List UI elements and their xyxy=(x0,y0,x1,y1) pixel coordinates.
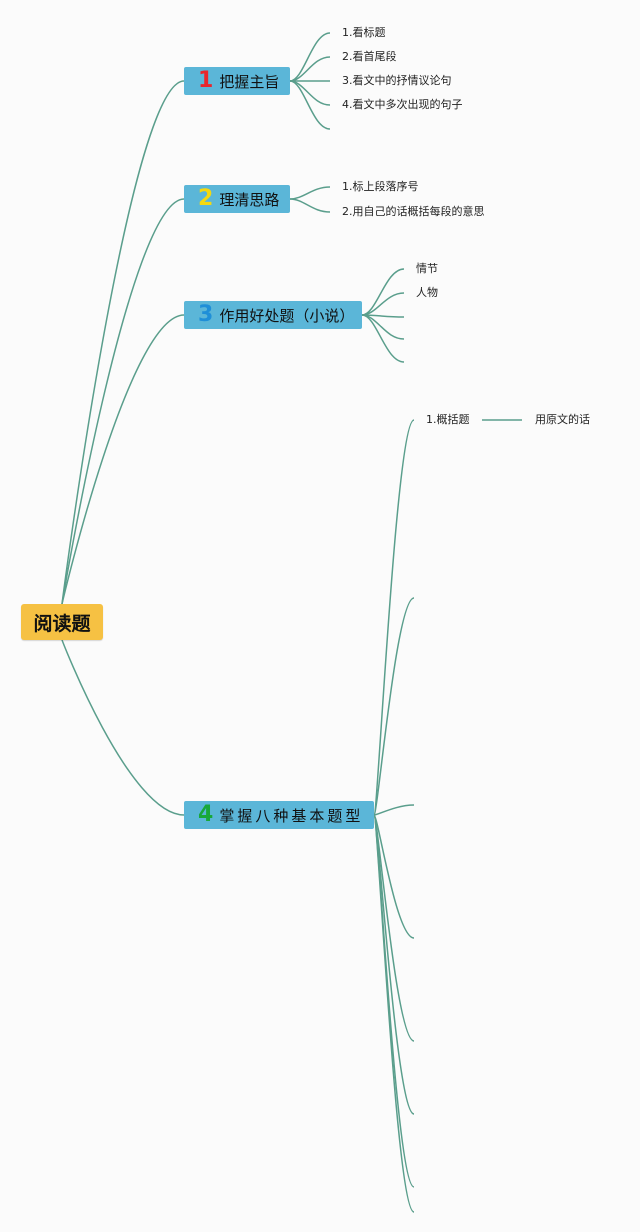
leaf-1-3[interactable]: 3.看文中的抒情议论句 xyxy=(342,74,452,87)
connector-topic-2-child-2 xyxy=(289,198,331,213)
topic-node-1[interactable]: 1 把握主旨 xyxy=(184,67,290,95)
leaf-2-2[interactable]: 2.用自己的话概括每段的意思 xyxy=(342,205,485,218)
connector-topic-1-child-1 xyxy=(289,32,331,82)
topic-label-3: 作用好处题（小说） xyxy=(219,306,355,325)
leaf-4-1[interactable]: 1.概括题 xyxy=(426,413,470,426)
topic-number-3: 3 xyxy=(198,302,214,327)
root-node[interactable]: 阅读题 xyxy=(21,604,103,640)
topic-node-2[interactable]: 2 理清思路 xyxy=(184,185,290,213)
leaf-3-1[interactable]: 情节 xyxy=(416,262,438,275)
connector-topic-4-child-1 xyxy=(373,419,415,816)
topic-node-4[interactable]: 4 掌握八种基本题型 xyxy=(184,801,374,829)
leaf-3-2[interactable]: 人物 xyxy=(416,286,438,299)
connector-topic-1-child-5 xyxy=(289,80,331,130)
connector-root-topic-1 xyxy=(61,80,185,605)
topic-number-4: 4 xyxy=(198,802,214,827)
leaf-2-1[interactable]: 1.标上段落序号 xyxy=(342,180,419,193)
topic-label-2: 理清思路 xyxy=(219,190,280,209)
topic-label-4: 掌握八种基本题型 xyxy=(219,806,364,825)
leaf-1-2[interactable]: 2.看首尾段 xyxy=(342,50,397,63)
topic-label-1: 把握主旨 xyxy=(219,72,280,91)
connector-topic-4-child-2 xyxy=(373,597,415,816)
connector-topic-4-child-3 xyxy=(373,804,415,816)
topic-number-2: 2 xyxy=(198,186,214,211)
topic-number-1: 1 xyxy=(198,68,214,93)
connector-topic-4-child-8 xyxy=(373,814,415,1213)
root-label: 阅读题 xyxy=(33,612,91,635)
connector-root-topic-3 xyxy=(61,314,185,605)
leaf-4-1-1[interactable]: 用原文的话 xyxy=(535,413,590,426)
connector-topic-3-child-1 xyxy=(361,268,405,316)
connector-root-topic-2 xyxy=(61,198,185,605)
topic-node-3[interactable]: 3 作用好处题（小说） xyxy=(184,301,362,329)
leaf-1-4[interactable]: 4.看文中多次出现的句子 xyxy=(342,98,463,111)
connector-topic-3-child-5 xyxy=(361,314,405,363)
connector-root-topic-4 xyxy=(61,639,185,816)
connector-topic-2-child-1 xyxy=(289,186,331,200)
connector-topic-4-child-5 xyxy=(373,814,415,1042)
leaf-1-1[interactable]: 1.看标题 xyxy=(342,26,386,39)
